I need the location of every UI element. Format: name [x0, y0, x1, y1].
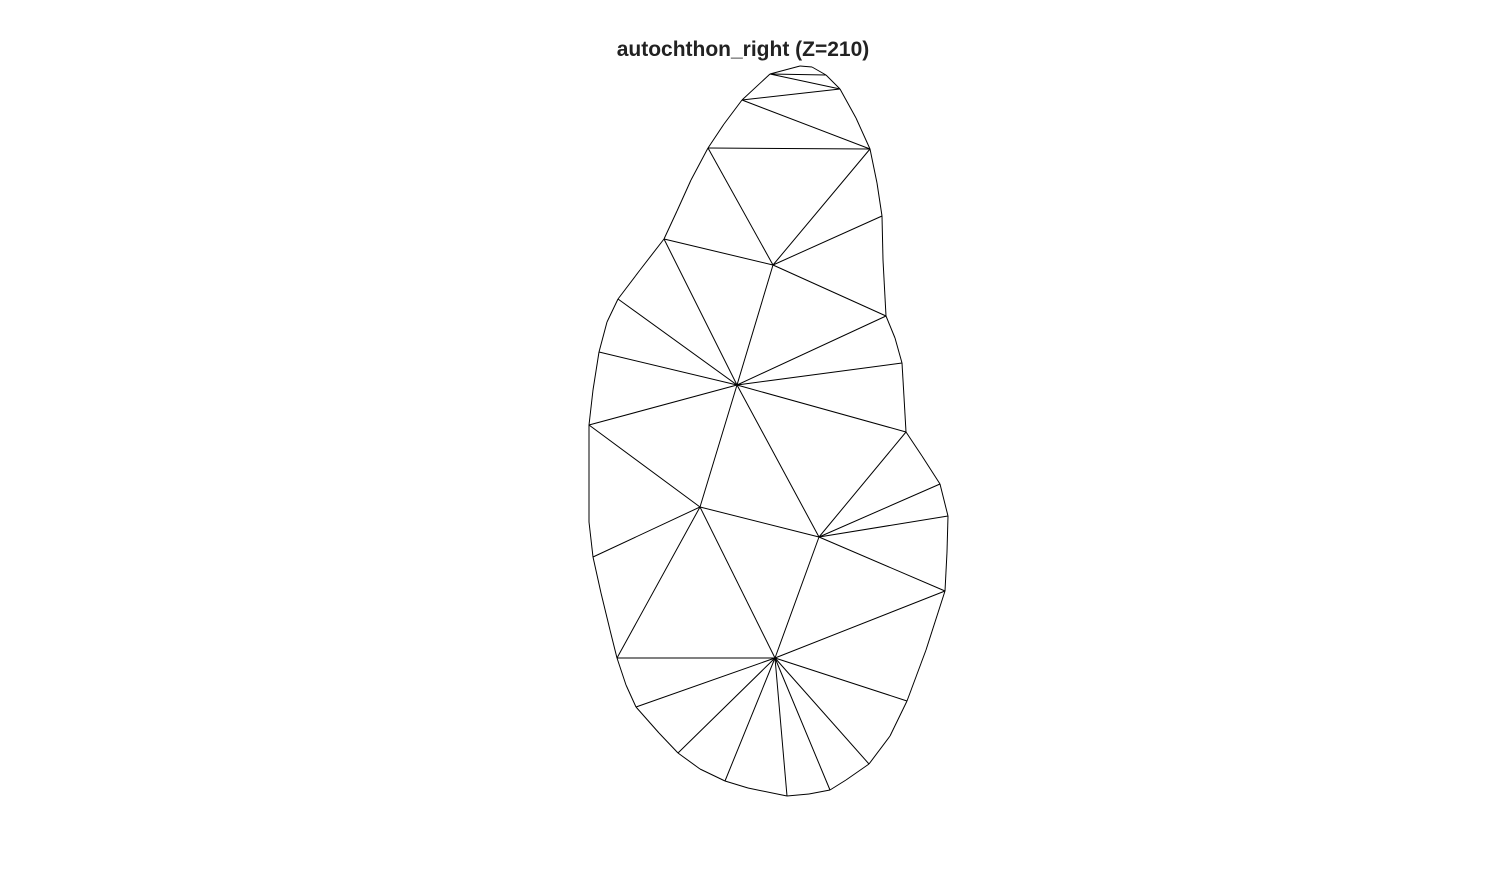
- mesh-boundary-edge: [946, 515, 949, 553]
- mesh-edge: [774, 536, 820, 659]
- mesh-edge: [772, 264, 887, 317]
- mesh-edge: [699, 506, 820, 538]
- mesh-boundary-edge: [588, 521, 594, 558]
- mesh-boundary-edge: [882, 259, 887, 317]
- mesh-boundary-edge: [811, 66, 827, 76]
- mesh-boundary-edge: [869, 148, 878, 184]
- mesh-edge: [616, 506, 701, 659]
- mesh-boundary-edge: [588, 389, 594, 426]
- mesh-boundary-edge: [808, 789, 831, 795]
- mesh-boundary-edge: [855, 117, 871, 150]
- mesh-boundary-edge: [658, 732, 679, 754]
- mesh-boundary-edge: [786, 793, 810, 797]
- mesh-boundary-edge: [825, 74, 841, 90]
- mesh-boundary-edge: [921, 455, 941, 485]
- mesh-boundary-edge: [747, 787, 788, 797]
- mesh-boundary-edge: [906, 649, 927, 702]
- mesh-edge: [707, 147, 871, 150]
- mesh-edge: [769, 73, 841, 90]
- mesh-edge: [741, 88, 841, 101]
- mesh-boundary-edge: [635, 706, 660, 734]
- mesh-boundary-edge: [606, 298, 619, 323]
- mesh-edge: [707, 147, 774, 266]
- mesh-boundary-edge: [829, 779, 847, 791]
- mesh-edge: [772, 148, 871, 266]
- mesh-boundary-edge: [723, 99, 743, 125]
- mesh-boundary-edge: [676, 179, 692, 212]
- mesh-edge: [663, 238, 738, 386]
- mesh-edge: [617, 298, 738, 386]
- mesh-edge: [774, 657, 788, 797]
- mesh-boundary-edge: [690, 147, 709, 181]
- mesh-edge: [736, 384, 820, 538]
- mesh-edge: [663, 238, 774, 266]
- mesh-edge: [699, 384, 738, 508]
- mesh-boundary-edge: [592, 556, 602, 594]
- mesh-edge: [769, 73, 827, 76]
- mesh-edge: [592, 506, 701, 558]
- mesh-edge: [736, 384, 907, 433]
- mesh-boundary-edge: [609, 629, 618, 659]
- mesh-boundary-edge: [769, 65, 801, 75]
- mesh-edge: [736, 362, 903, 386]
- mesh-boundary-edge: [724, 780, 749, 789]
- mesh-boundary-edge: [903, 396, 907, 433]
- mesh-edge: [724, 657, 776, 782]
- mesh-boundary-edge: [881, 215, 884, 261]
- mesh-edge: [818, 515, 949, 538]
- mesh-boundary-edge: [845, 763, 870, 781]
- mesh-boundary-edge: [625, 684, 637, 708]
- mesh-boundary-edge: [885, 315, 896, 339]
- mesh-boundary-edge: [925, 590, 946, 651]
- mesh-boundary-edge: [598, 321, 608, 353]
- mesh-boundary-edge: [839, 88, 857, 119]
- mesh-edge: [774, 657, 908, 702]
- mesh-boundary-edge: [741, 73, 771, 101]
- mesh-edge: [818, 431, 907, 538]
- mesh-boundary-edge: [592, 351, 600, 391]
- mesh-edge: [774, 590, 946, 659]
- mesh-edge: [588, 424, 701, 508]
- mesh-edge: [818, 536, 946, 592]
- mesh-edge: [774, 657, 870, 765]
- mesh-edge: [699, 506, 776, 659]
- mesh-edge: [588, 384, 738, 426]
- mesh-edge: [736, 264, 774, 386]
- mesh-boundary-edge: [799, 65, 813, 68]
- mesh-boundary-edge: [639, 238, 665, 271]
- mesh-boundary-edge: [663, 210, 678, 240]
- mesh-edge: [818, 483, 941, 538]
- mesh-edge: [774, 657, 831, 791]
- mesh-boundary-edge: [901, 362, 905, 398]
- mesh-edge: [598, 351, 738, 386]
- mesh-boundary-edge: [889, 700, 908, 737]
- mesh-boundary-edge: [894, 337, 903, 364]
- plot-title: autochthon_right (Z=210): [616, 38, 870, 61]
- mesh-edge: [635, 657, 776, 708]
- mesh-edge: [677, 657, 776, 754]
- mesh-boundary-edge: [707, 123, 725, 149]
- mesh-boundary-edge: [868, 735, 891, 765]
- mesh-boundary-edge: [600, 592, 611, 631]
- mesh-boundary-edge: [939, 483, 949, 517]
- mesh-boundary-edge: [905, 431, 923, 457]
- mesh-edge: [772, 215, 883, 266]
- mesh-boundary-edge: [699, 768, 726, 782]
- mesh-boundary-edge: [616, 657, 627, 686]
- mesh-edge: [736, 315, 887, 386]
- mesh-boundary-edge: [944, 551, 948, 592]
- mesh-edge: [741, 99, 871, 150]
- mesh-boundary-edge: [876, 182, 883, 217]
- mesh-boundary-edge: [617, 269, 641, 300]
- mesh-boundary-edge: [677, 752, 701, 770]
